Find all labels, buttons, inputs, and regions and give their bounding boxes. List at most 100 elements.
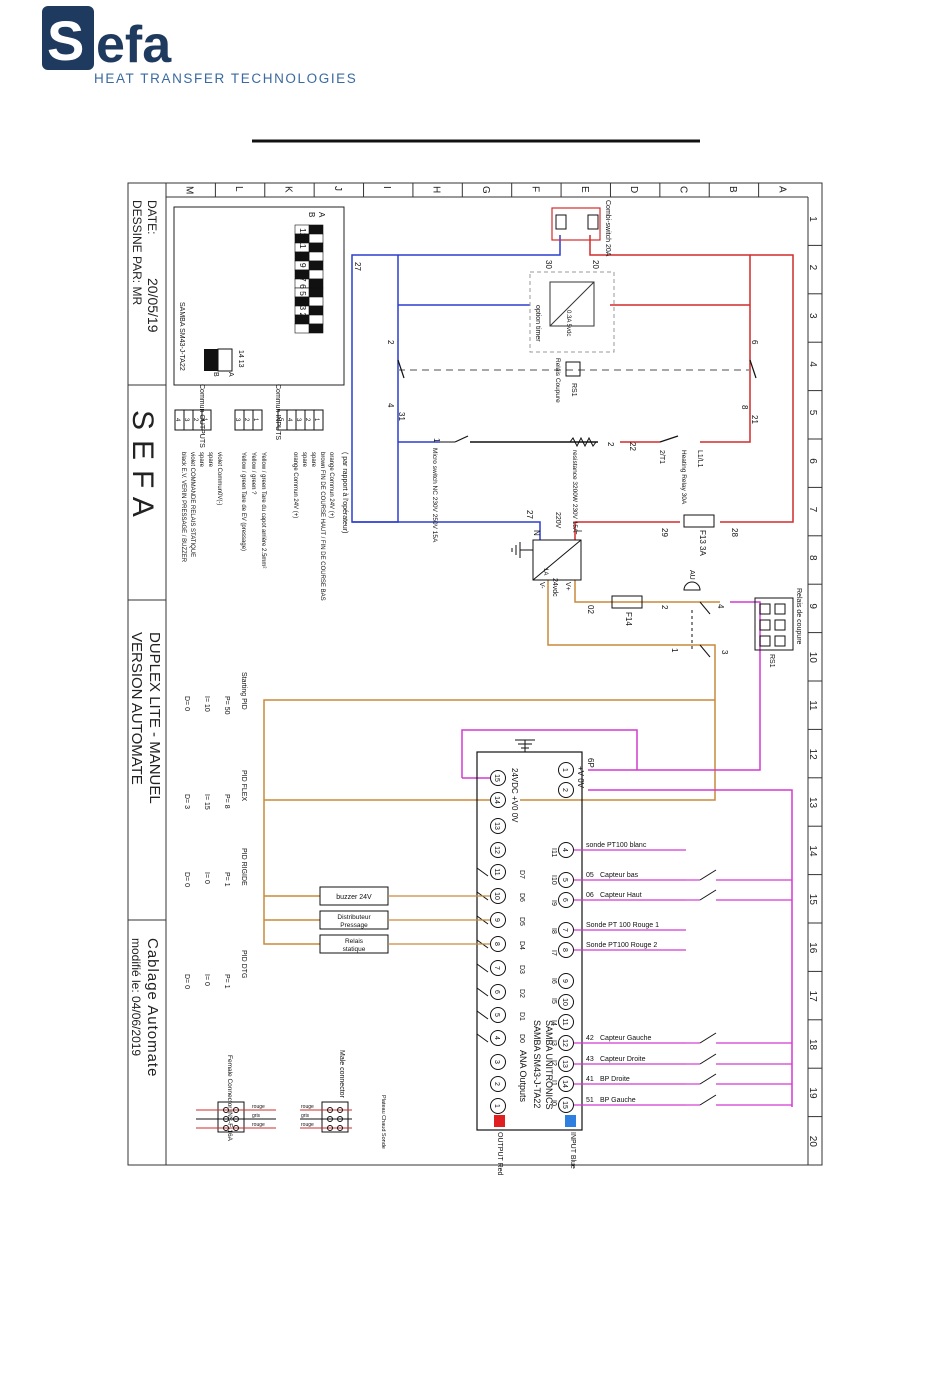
relais-de-coupure-label: Relais de coupure: [795, 588, 802, 645]
wire-27: 27: [353, 262, 362, 271]
male-wire-1: rouge: [301, 1104, 314, 1110]
plc-output-code: D7: [518, 870, 525, 879]
row-number: 3: [807, 313, 818, 319]
plc-input-terminal-number: 8: [561, 948, 568, 952]
plc-output-terminal: [490, 888, 506, 904]
emergency-stop-symbol: [683, 581, 701, 591]
plc-output-label: OUTPUT Red: [496, 1132, 503, 1176]
plc-output-device-label: buzzer 24V: [336, 894, 372, 901]
plc-signal-label: BP Gauche: [600, 1097, 636, 1104]
power-components: Combi-switch 20A option timer 0.3A 5vdc …: [353, 200, 802, 668]
heating-relay-label: Heating Relay 30A: [680, 450, 687, 505]
male-connector-label: Male connector: [338, 1050, 345, 1099]
blue-wire-neutral-psu: [352, 521, 541, 540]
column-letter: B: [727, 186, 738, 193]
female-connector: rouge gris rouge: [196, 1101, 276, 1133]
title-block: DESSINE PAR: MR DATE: 20/05/19 SEFA DUPL…: [126, 200, 163, 1077]
psu-current-label: 1A: [542, 568, 548, 575]
plc-input-terminal-number: 11: [561, 1018, 568, 1025]
plc-input-terminal: [558, 1097, 574, 1113]
plc-output-terminal: [490, 960, 506, 976]
fuse-f14-label: F14: [624, 612, 633, 626]
plc-top-supply: +V 0V: [576, 766, 585, 789]
output-terminal-number: 1: [201, 418, 207, 422]
plc-input-terminal-number: 13: [561, 1060, 568, 1068]
wire-22: 22: [628, 442, 637, 451]
row-number: 4: [807, 361, 818, 367]
plc-signal-number: 05: [586, 872, 594, 879]
micro-switch-contact: [454, 435, 469, 443]
plc-output-terminal: [490, 1054, 506, 1070]
dip-cell: [308, 251, 324, 262]
relay-2t1-label: 2/T1: [658, 450, 665, 464]
logo-s-box: [42, 6, 94, 70]
row-number: 12: [807, 749, 818, 761]
legend-inputs-title: Commun INPUTS: [274, 384, 281, 440]
wire-6: 6: [750, 340, 759, 345]
au-contact-2: [699, 644, 711, 658]
plc-input-terminal: [558, 762, 574, 778]
dip-cell: [308, 269, 324, 280]
legend-output-text: violet Commun0V(-): [216, 452, 222, 505]
row-number: 19: [807, 1087, 818, 1099]
magenta-wire-supply: [461, 729, 638, 778]
plc-output-device-label-1: Distributeur: [337, 914, 371, 921]
row-number: 2: [807, 265, 818, 271]
row-number: 18: [807, 1039, 818, 1051]
plc-output-terminal: [490, 818, 506, 834]
male-connector: rouge gris rouge: [300, 1101, 352, 1133]
plateau-label: Plateau Chaud Sonde: [380, 1095, 386, 1149]
dip-cell: [308, 296, 324, 307]
option-timer-label: option timer: [534, 305, 541, 342]
orange-wire-24v-out: [574, 580, 720, 603]
plc-input-terminal-number: 2: [561, 788, 568, 792]
magenta-wire-relay: [588, 601, 761, 771]
wire-31: 31: [397, 412, 406, 421]
logo-tagline: HEAT TRANSFER TECHNOLOGIES: [94, 71, 357, 86]
wire-28: 28: [730, 528, 739, 537]
plc-output-contact: [476, 1033, 489, 1043]
connectors: Plateau Chaud Sonde Male connector Femal…: [196, 1050, 386, 1149]
plc-output-terminal: [490, 984, 506, 1000]
pid-i-value: I= 0: [203, 974, 210, 986]
plc-signal-number: 41: [586, 1076, 594, 1083]
power-circuit: [263, 235, 794, 1107]
input-terminal-number: 3: [295, 418, 301, 422]
wire-n: N: [532, 530, 541, 536]
input-terminal-number: 4: [286, 418, 292, 422]
pid-title: PID RIGIDE: [240, 848, 247, 886]
dip-cell: [308, 305, 324, 316]
plc-output-terminal: [490, 864, 506, 880]
title-line2: VERSION AUTOMATE: [128, 632, 145, 785]
dip-cell: [308, 224, 324, 235]
sensor-contact: [699, 1094, 717, 1106]
plc-input-code: I7: [550, 950, 557, 956]
column-letter: J: [332, 186, 343, 191]
wire-vminus: V-: [538, 582, 545, 589]
pid-i-value: I= 0: [203, 872, 210, 884]
legend-descriptions: orange Commun 24V (+)brown FIN DE COURSE…: [180, 452, 334, 601]
output-terminal-number: 3: [183, 418, 189, 422]
plc-output-terminal-number: 11: [493, 868, 500, 875]
blue-wire-main: [351, 235, 561, 523]
plc-output-terminal-number: 8: [493, 942, 500, 946]
pid-title: PID FLEX: [240, 770, 247, 801]
row-number: 20: [807, 1136, 818, 1148]
fuse-f14: [611, 595, 643, 609]
legend-middle-text: Yellow / green Tare du capot arrière 2.5…: [260, 452, 266, 568]
plc-top-tag: 6P: [586, 758, 595, 768]
female-wire-3: rouge: [252, 1122, 265, 1128]
output-terminal-number: 2: [192, 418, 198, 422]
wire-20: 20: [591, 260, 600, 269]
plc-output-indicator: [494, 1115, 505, 1127]
plc-output-terminal-number: 3: [493, 1060, 500, 1064]
plc-signal-label: Capteur Gauche: [600, 1035, 651, 1042]
relay-coil-label: Relais Coupure: [554, 358, 561, 403]
output-terminal: [201, 409, 212, 431]
dip-row-a: A: [317, 212, 326, 218]
plc-input-terminal: [558, 782, 574, 798]
